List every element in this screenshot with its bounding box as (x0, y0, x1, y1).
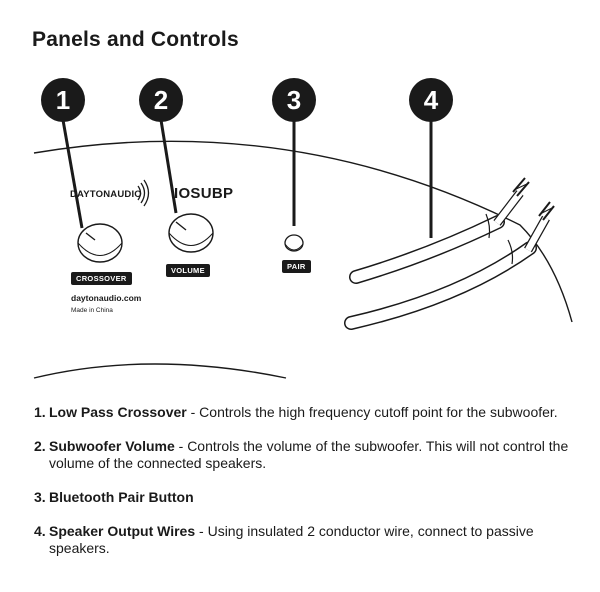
item-name: Subwoofer Volume (49, 438, 175, 454)
volume-knob (168, 213, 214, 253)
list-item: 2.Subwoofer Volume - Controls the volume… (34, 438, 574, 472)
list-item: 3.Bluetooth Pair Button (34, 489, 574, 506)
origin-label: Made in China (71, 307, 113, 314)
list-item: 1.Low Pass Crossover - Controls the high… (34, 404, 574, 421)
item-number: 1. (34, 404, 46, 420)
item-number: 4. (34, 523, 46, 539)
callout-3: 3 (272, 78, 316, 122)
item-name: Speaker Output Wires (49, 523, 196, 539)
model-label: IOSUBP (174, 185, 234, 202)
item-description: - Controls the high frequency cutoff poi… (186, 404, 558, 420)
item-name: Bluetooth Pair Button (49, 489, 194, 505)
panel-outline-arc (33, 140, 573, 323)
callout-2: 2 (139, 78, 183, 122)
dayton-logo-mark (137, 179, 150, 207)
pair-button (284, 234, 304, 252)
item-description: - Controls the volume of the subwoofer. … (49, 438, 569, 471)
item-description: - Using insulated 2 conductor wire, conn… (49, 523, 534, 556)
callout-1: 1 (41, 78, 85, 122)
callout-4: 4 (409, 78, 453, 122)
wire-tie (485, 213, 491, 239)
controls-list: 1.Low Pass Crossover - Controls the high… (34, 404, 574, 574)
panel-diagram (33, 119, 573, 379)
speaker-wire-upper (349, 177, 530, 284)
item-number: 3. (34, 489, 46, 505)
callout-2-leader (159, 119, 178, 214)
item-number: 2. (34, 438, 46, 454)
pair-label: PAIR (282, 260, 311, 273)
item-name: Low Pass Crossover (49, 404, 187, 420)
crossover-label: CROSSOVER (71, 272, 132, 285)
crossover-knob (77, 223, 123, 263)
list-item: 4.Speaker Output Wires - Using insulated… (34, 523, 574, 557)
wire-tie (507, 239, 514, 265)
panel-bottom-arc (33, 363, 287, 379)
volume-label: VOLUME (166, 264, 210, 277)
callout-1-leader (61, 119, 84, 229)
page-title: Panels and Controls (32, 28, 239, 51)
brand-label: DAYTONAUDIO (70, 189, 142, 200)
website-label: daytonaudio.com (71, 293, 142, 303)
